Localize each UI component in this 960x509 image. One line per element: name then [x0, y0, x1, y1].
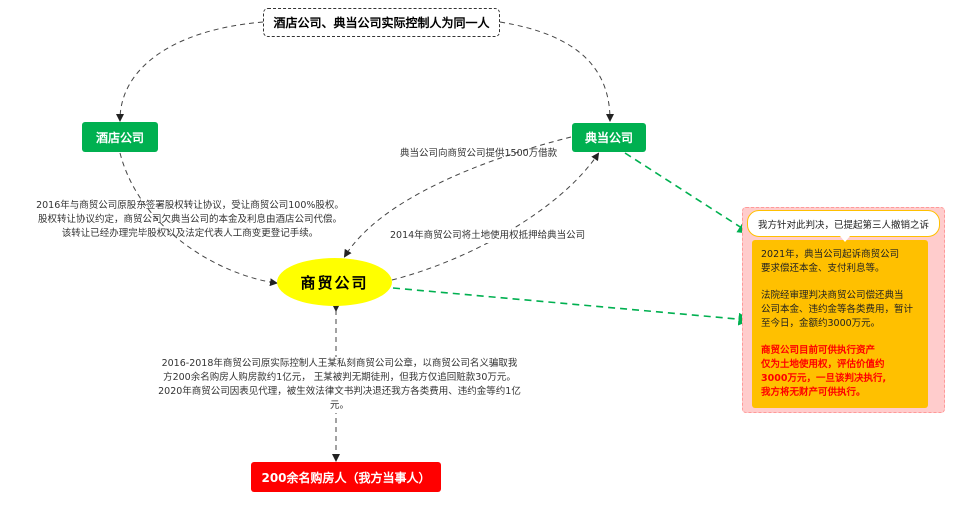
edge-pawn-trade [343, 136, 572, 258]
hotel-node: 酒店公司 [82, 122, 158, 152]
panel-text: 2021年，典当公司起诉商贸公司 [761, 249, 900, 260]
label-line: 元。 [329, 400, 349, 411]
label-line: 2016年与商贸公司原股东签署股权转让协议，受让商贸公司100%股权。 [36, 200, 344, 211]
edge-trade-pawn [391, 152, 600, 281]
label-pawn-trade: 典当公司向商贸公司提供1500万借款 [400, 148, 558, 159]
trade-node: 商贸公司 [277, 258, 392, 306]
edge-hotel-trade [119, 152, 278, 287]
pawn-node: 典当公司 [572, 123, 646, 152]
panel-text: 要求偿还本金、支付利息等。 [761, 263, 885, 274]
edge-pawn-panel [624, 152, 751, 234]
callout-pointer [840, 236, 850, 242]
label-trade-pawn: 2014年商贸公司将土地使用权抵押给典当公司 [390, 229, 586, 243]
edge-top-pawn [499, 21, 614, 122]
panel-text: 公司本金、违约金等各类费用，暂计 [761, 304, 914, 315]
label-line: 股权转让协议约定，商贸公司欠典当公司的本金及利息由酒店公司代偿。 [37, 214, 342, 225]
panel-text: 法院经审理判决商贸公司偿还典当 [761, 290, 904, 301]
callout: 我方针对此判决，已提起第三人撤销之诉 [747, 210, 940, 237]
edge-trade-panel [392, 287, 752, 326]
top-note: 酒店公司、典当公司实际控制人为同一人 [263, 8, 500, 37]
label-line: 方200余名购房人购房款约1亿元， 王某被判无期徒刑，但我方仅追回赃款30万元。 [163, 372, 516, 383]
buyers-node: 200余名购房人（我方当事人） [251, 462, 441, 492]
label-hotel-trade: 2016年与商贸公司原股东签署股权转让协议，受让商贸公司100%股权。 股权转让… [0, 199, 380, 241]
panel-text: 至今日，金额约3000万元。 [761, 318, 881, 329]
label-line: 该转让已经办理完毕股权以及法定代表人工商变更登记手续。 [61, 228, 319, 239]
panel-warning: 商贸公司目前可供执行资产 [761, 345, 876, 356]
panel-warning: 3000万元，一旦该判决执行, [761, 373, 887, 384]
edge-top-hotel [116, 21, 264, 122]
panel-warning: 我方将无财产可供执行。 [761, 387, 866, 398]
label-line: 2016-2018年商贸公司原实际控制人王某私刻商贸公司公章，以商贸公司名义骗取… [161, 358, 518, 369]
panel-warning: 仅为土地使用权，评估价值约 [761, 359, 885, 370]
label-trade-buyers: 2016-2018年商贸公司原实际控制人王某私刻商贸公司公章，以商贸公司名义骗取… [152, 357, 527, 413]
case-panel: 2021年，典当公司起诉商贸公司要求偿还本金、支付利息等。 法院经审理判决商贸公… [752, 240, 928, 408]
label-line: 2020年商贸公司因表见代理，被生效法律文书判决退还我方各类费用、违约金等约1亿 [158, 386, 521, 397]
